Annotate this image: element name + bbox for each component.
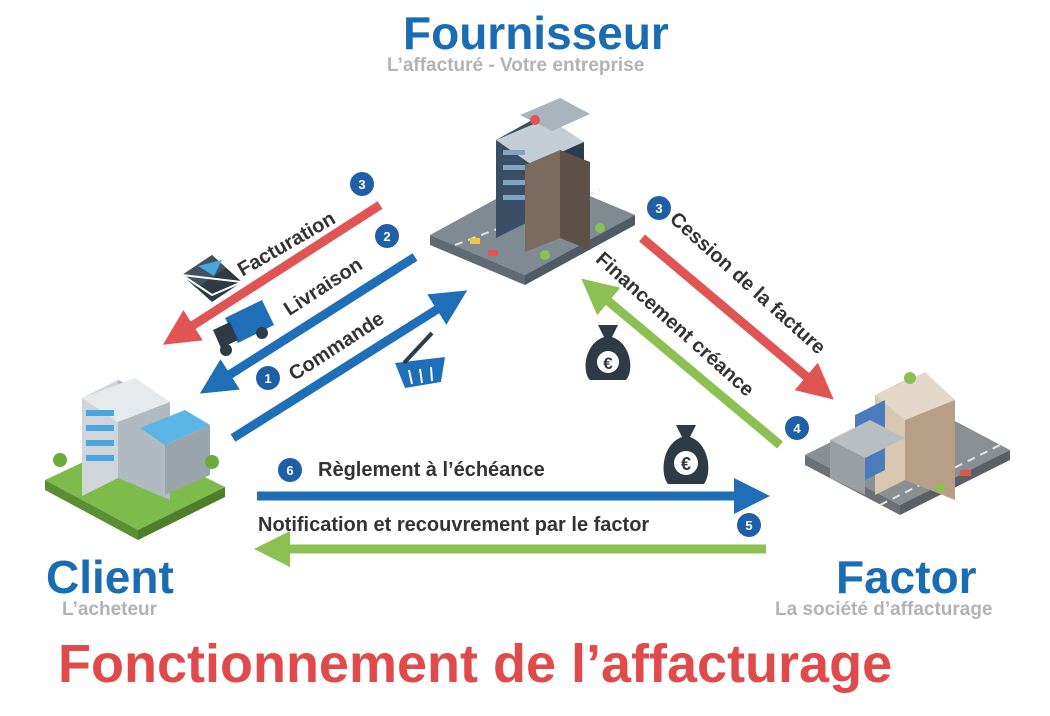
step-badge [737, 513, 761, 537]
factor-building-icon [805, 372, 1010, 515]
truck-icon [213, 300, 274, 356]
livraison-arrow [199, 253, 418, 394]
diagram-title: Fonctionnement de l’affacturage [58, 634, 893, 694]
money-bag-icon [585, 325, 631, 380]
financement-arrow [581, 278, 783, 449]
envelope-icon [181, 255, 246, 302]
factor-subtitle: La société d’affacturage [775, 599, 993, 620]
step-number: 5 [745, 518, 752, 533]
step-number: 2 [383, 229, 390, 244]
step-number: 1 [264, 371, 271, 386]
fournisseur-name: Fournisseur [403, 7, 669, 59]
factor-name: Factor [836, 551, 977, 603]
step-badge [785, 416, 809, 440]
client-subtitle: L’acheteur [62, 599, 158, 620]
step-number: 3 [655, 201, 662, 216]
fournisseur-subtitle: L’affacturé - Votre entreprise [387, 55, 645, 76]
money-bag-icon [663, 425, 709, 484]
notification-label: Notification et recouvrement par le fact… [258, 514, 650, 536]
step-badge [647, 196, 671, 220]
reglement-label: Règlement à l’échéance [318, 459, 545, 481]
client-building-icon [45, 378, 225, 540]
commande-arrow [230, 290, 468, 442]
client-name: Client [46, 551, 174, 603]
money-bag-symbol: € [681, 454, 691, 474]
facturation-arrow [162, 201, 383, 345]
step-number: 6 [286, 463, 293, 478]
cession-arrow [639, 234, 834, 400]
step-number: 3 [358, 177, 365, 192]
step-badge [278, 458, 302, 482]
step-badge [256, 366, 280, 390]
step-badge [375, 224, 399, 248]
office-tower-icon [430, 98, 635, 285]
step-badge [350, 172, 374, 196]
step-number: 4 [793, 421, 801, 436]
basket-icon [395, 331, 445, 388]
money-bag-symbol: € [603, 354, 613, 373]
